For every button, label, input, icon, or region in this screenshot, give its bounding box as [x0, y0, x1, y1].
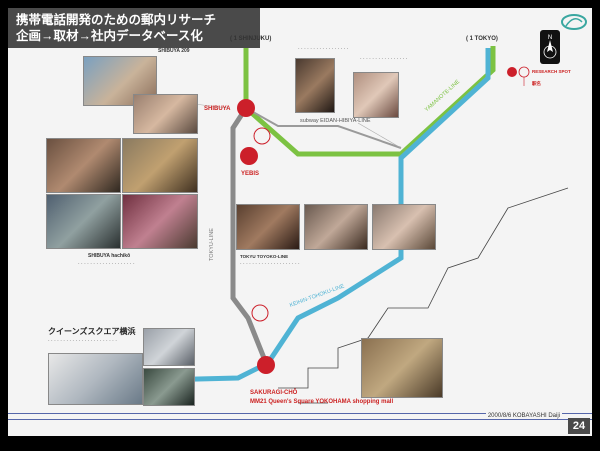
station-label-yebis: YEBIS	[241, 171, 260, 177]
station-ebisu-marker	[240, 147, 258, 165]
caption-shibuya-hachiko: SHIBUYA hachikō	[88, 253, 131, 259]
caption-shibuya-top: SHIBUYA 209	[158, 48, 190, 54]
legend-station: 駅名	[532, 81, 541, 86]
photo-hachiko-2	[122, 138, 198, 193]
caption-queens-note: · · · · · · · · · · · · · · · · · · · · …	[48, 338, 117, 344]
photo-hachiko-1	[46, 138, 121, 193]
photo-hachiko-3	[46, 194, 121, 249]
compass-icon: N	[540, 30, 560, 64]
coastline	[278, 187, 569, 389]
legend-research-spot: RESEARCH SPOT	[532, 69, 571, 74]
caption-subway-note-2: · · · · · · · · · · · · · · · ·	[360, 56, 408, 62]
slide-title-box: 携帯電話開発のための郵内リサーチ 企画→取材→社内データベース化	[8, 8, 260, 48]
hibiya-line	[245, 107, 402, 149]
station-label-tokyo: ( 1 TOKYO)	[466, 36, 498, 42]
caption-tokyu-note: · · · · · · · · · · · · · · · · · · · ·	[240, 261, 300, 267]
yamanote-line-south	[244, 46, 496, 157]
photo-train-2	[304, 204, 368, 250]
footer-credit: 2000/8/6 KOBAYASHI Daiji	[485, 413, 562, 419]
presentation-slide: 携帯電話開発のための郵内リサーチ 企画→取材→社内データベース化 N RESEA…	[8, 8, 592, 436]
caption-tokyu: TOKYU TOYOKO-LINE	[240, 254, 289, 259]
footer-bar	[8, 413, 592, 420]
photo-subway-1	[295, 58, 335, 113]
map-legend: RESEARCH SPOT 駅名	[506, 66, 576, 101]
slide-title-line1: 携帯電話開発のための郵内リサーチ	[16, 13, 217, 27]
line-label-subway: subway EIDAN-HIBIYA-LINE	[300, 118, 371, 124]
photo-train-3	[372, 204, 436, 250]
caption-subway-note: · · · · · · · · · · · · · · · · ·	[298, 46, 349, 52]
photo-queens-people	[143, 368, 195, 406]
photo-shibuya-crowd	[133, 94, 198, 134]
line-label-tokyu: TOKYU-LINE	[209, 228, 215, 261]
research-spot-marker	[253, 127, 271, 145]
tokyu-line	[230, 106, 269, 364]
keihin-tohoku-line	[157, 48, 491, 383]
photo-mm21-mall	[361, 338, 443, 398]
page-number: 24	[568, 418, 590, 434]
photo-hachiko-4	[122, 194, 198, 249]
station-label-shibuya: SHIBUYA	[204, 106, 231, 112]
station-label-sakuragicho: SAKURAGI-CHŌ	[250, 390, 298, 396]
photo-train-1	[236, 204, 300, 250]
caption-hachiko-note: · · · · · · · · · · · · · · · · · · ·	[78, 261, 135, 267]
photo-subway-2	[353, 72, 399, 118]
photo-queens-shop	[143, 328, 195, 366]
station-label-mm21: MM21 Queen's Square YOKOHAMA shopping ma…	[250, 399, 394, 405]
company-logo	[561, 14, 587, 30]
caption-queens-square: クイーンズスクエア横浜	[48, 327, 136, 336]
research-spot-marker-2	[251, 304, 269, 322]
slide-title-line2: 企画→取材→社内データベース化	[16, 29, 203, 43]
station-sakuragicho-marker	[257, 356, 275, 374]
station-shibuya-marker	[237, 99, 255, 117]
photo-queens-atrium	[48, 353, 143, 405]
svg-text:N: N	[548, 35, 552, 41]
station-label-shinjuku: ( 1 SHINJUKU)	[230, 36, 272, 42]
